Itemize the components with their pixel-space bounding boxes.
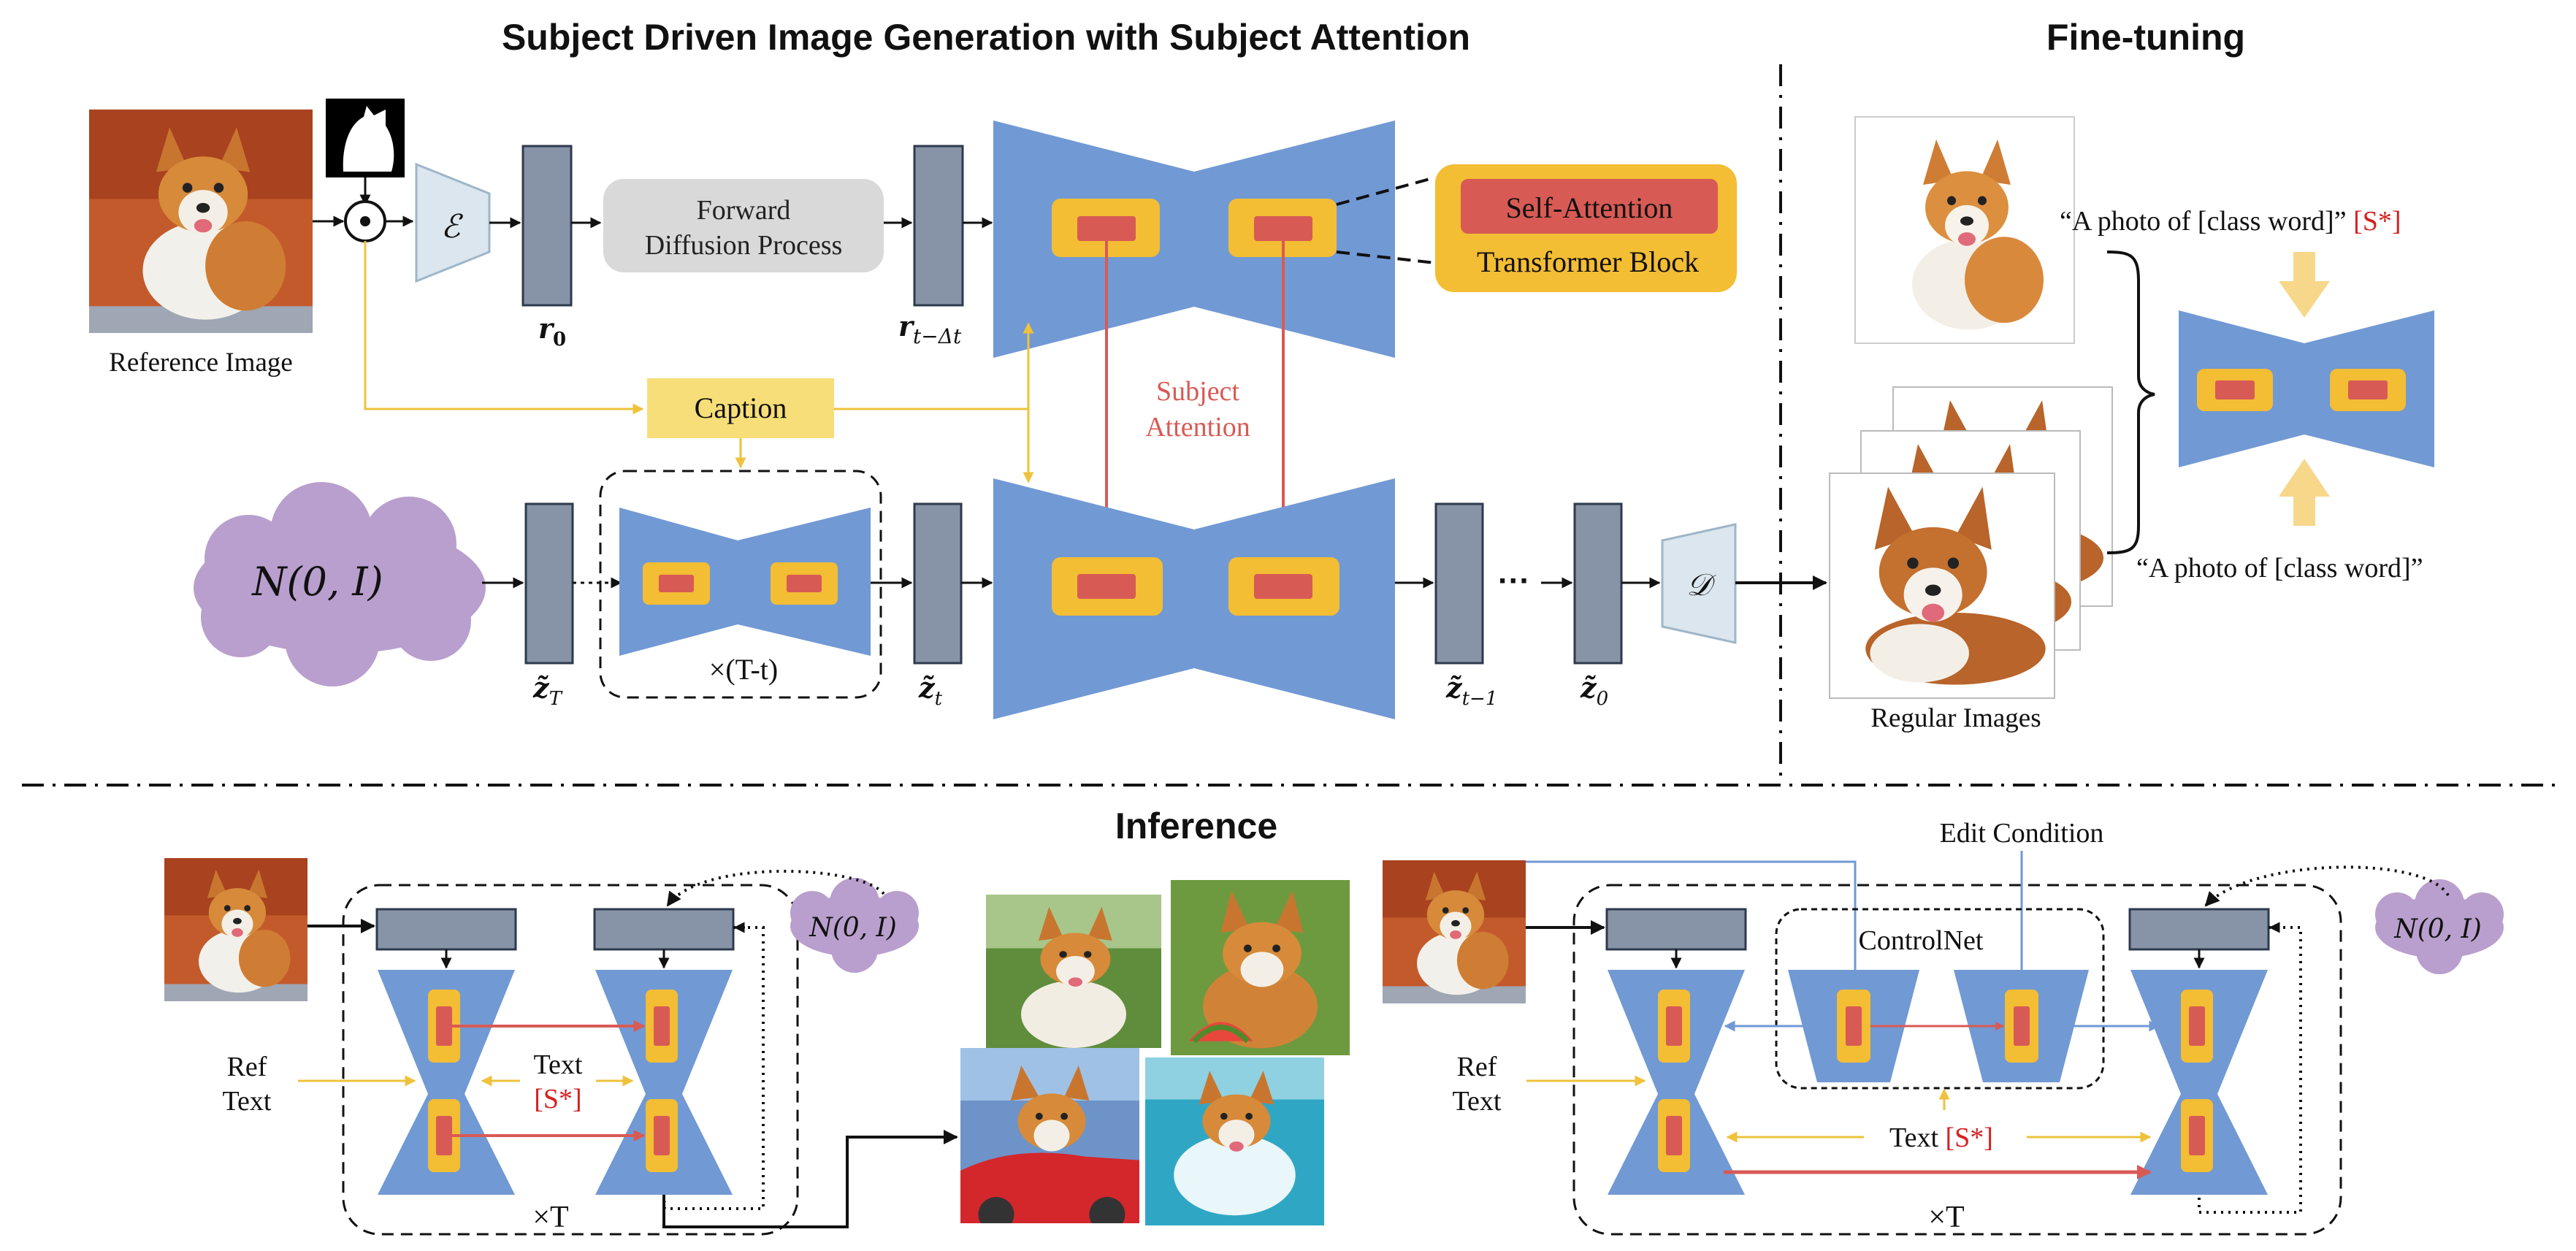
transformer-block-label: Transformer Block xyxy=(1477,245,1699,278)
controlnet-label: ControlNet xyxy=(1859,925,1984,956)
loop-unet xyxy=(619,508,871,656)
feature-r0 xyxy=(521,145,573,307)
forward-diffusion-box xyxy=(603,179,884,272)
forward-label-line2: Diffusion Process xyxy=(645,230,843,261)
finetune-reference-image xyxy=(1855,117,2074,343)
reference-image xyxy=(89,110,313,333)
inf-left-times-T: ×T xyxy=(532,1201,568,1234)
inf-left-unet-1 xyxy=(378,970,515,1195)
reference-unet xyxy=(993,120,1395,358)
noise-label: N(0, I) xyxy=(251,559,383,605)
rt-label: rt−Δt xyxy=(898,310,962,348)
controlnet-encoder-1 xyxy=(1788,970,1919,1082)
inf-left-token: [S*] xyxy=(534,1084,581,1114)
inf-right-unet-1 xyxy=(1608,970,1745,1195)
feature-z0 xyxy=(1573,502,1623,665)
feature-rt xyxy=(913,145,964,307)
controlnet-encoder-2 xyxy=(1954,970,2089,1082)
denoise-loop-box xyxy=(599,470,882,699)
inf-right-feature-2 xyxy=(2128,908,2270,951)
noise-cloud: N(0, I) xyxy=(194,482,486,686)
feature-zt xyxy=(913,502,963,665)
controlnet-box xyxy=(1775,908,2105,1090)
zt-1-label: z̃t−1 xyxy=(1445,671,1497,710)
inf-right-ref-line2: Text xyxy=(1453,1086,1502,1117)
inf-right-noise-label: N(0, I) xyxy=(2393,914,2482,944)
finetune-prompt-top: “A photo of [class word]” [S*] xyxy=(2060,206,2401,237)
inf-left-noise: N(0, I) xyxy=(790,878,919,973)
inf-right-unet-2 xyxy=(2130,970,2268,1195)
generated-images xyxy=(960,880,1350,1225)
main-title: Subject Driven Image Generation with Sub… xyxy=(502,17,1470,58)
feature-zt-1 xyxy=(1434,502,1484,665)
feature-zT xyxy=(524,502,574,665)
finetune-prompt-bottom: “A photo of [class word]” xyxy=(2136,553,2423,584)
zt-label: z̃t xyxy=(918,671,943,710)
inf-left-text-label: Text xyxy=(534,1049,583,1080)
encoder-symbol: ℰ xyxy=(441,208,464,245)
generated-image-4 xyxy=(1145,1057,1324,1225)
inference-ref-image-right xyxy=(1383,860,1526,1003)
inference-loop-box-left xyxy=(342,884,799,1236)
inf-left-ref-line1: Ref xyxy=(227,1052,267,1082)
times-T-t-label: ×(T-t) xyxy=(709,653,778,686)
caption-label: Caption xyxy=(695,391,787,424)
self-attention-label: Self-Attention xyxy=(1506,191,1673,224)
r0-label: r0 xyxy=(538,312,566,351)
finetune-brace xyxy=(2106,250,2155,554)
generated-image-2 xyxy=(1171,880,1350,1055)
decoder: 𝒟 xyxy=(1661,523,1737,644)
zT-label: z̃T xyxy=(532,671,563,710)
finetune-arrow-up xyxy=(2279,459,2330,526)
encoder: ℰ xyxy=(415,162,491,283)
inference-ref-image-left xyxy=(164,858,307,1001)
multiply-circle-icon xyxy=(344,200,386,242)
inference-loop-box-right xyxy=(1572,884,2342,1236)
generated-image-1 xyxy=(986,895,1161,1048)
edit-condition-label: Edit Condition xyxy=(1940,818,2104,849)
inf-right-noise: N(0, I) xyxy=(2375,879,2504,974)
subject-attention-line2: Attention xyxy=(1145,412,1250,443)
finetune-arrow-down xyxy=(2279,252,2330,318)
subject-attention-line1: Subject xyxy=(1156,376,1239,407)
inf-left-ref-line2: Text xyxy=(223,1086,272,1117)
caption-box xyxy=(647,378,834,438)
regular-images-stack xyxy=(1829,386,2113,699)
transformer-block: Self-Attention Transformer Block xyxy=(1435,164,1737,292)
regular-images-label: Regular Images xyxy=(1870,703,2041,733)
forward-label-line1: Forward xyxy=(697,195,791,226)
inf-right-ref-line1: Ref xyxy=(1457,1052,1497,1082)
inf-left-feature-2 xyxy=(593,908,735,951)
finetune-unet xyxy=(2179,310,2434,467)
generated-image-3 xyxy=(960,1048,1139,1223)
inf-left-noise-label: N(0, I) xyxy=(809,913,897,943)
finetune-title: Fine-tuning xyxy=(2046,17,2245,58)
inf-right-text-label: Text [S*] xyxy=(1889,1122,1993,1153)
inf-right-times-T: ×T xyxy=(1928,1201,1964,1234)
inf-left-feature-1 xyxy=(375,908,517,951)
inference-title: Inference xyxy=(1115,806,1277,846)
inf-left-unet-2 xyxy=(595,970,733,1195)
ellipsis: ··· xyxy=(1498,563,1530,599)
target-unet xyxy=(993,478,1395,719)
z0-label: z̃0 xyxy=(1580,671,1608,710)
inf-right-feature-1 xyxy=(1605,908,1747,951)
mask-icon xyxy=(326,99,405,177)
reference-image-label: Reference Image xyxy=(109,348,293,378)
